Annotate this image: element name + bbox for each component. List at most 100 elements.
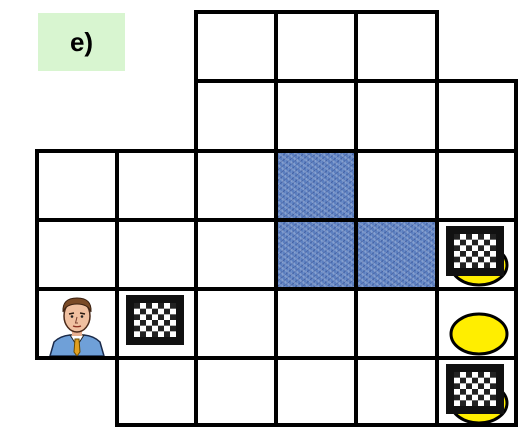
grid-line [514,149,518,222]
grid-line [194,287,198,360]
grid-line [115,149,198,153]
grid-line [354,423,439,427]
grid-line [35,218,39,291]
floor-tile [117,220,196,289]
floor-tile [276,289,356,358]
grid-line [274,356,358,360]
grid-line [274,218,278,291]
grid-line [435,356,439,427]
grid-line [514,218,518,291]
floor-tile [437,81,516,151]
man-portrait-icon [44,292,110,356]
grid-line [274,423,358,427]
floor-tile [196,220,276,289]
grid-line [194,218,278,222]
floor-tile [196,81,276,151]
grid-line [514,356,518,427]
grid-line [194,356,278,360]
grid-line [115,149,119,222]
floor-tile [356,12,437,81]
grid-line [354,218,439,222]
grid-line [115,218,198,222]
grid-line [274,356,278,427]
wall-tile [276,151,356,220]
grid-line [194,79,198,153]
grid-line [35,287,119,291]
grid-line [115,356,198,360]
grid-line [435,287,518,291]
floor-tile [196,12,276,81]
grid-line [194,287,278,291]
wall-tile [276,220,356,289]
grid-line [354,218,358,291]
grid-line [35,356,119,360]
grid-line [274,287,278,360]
floor-tile [196,289,276,358]
grid-line [35,149,119,153]
grid-line [354,356,439,360]
grid-line [115,218,119,291]
floor-tile [356,358,437,427]
grid-line [194,423,278,427]
grid-line [435,356,518,360]
grid-line [274,149,358,153]
floor-tile [276,358,356,427]
grid-line [194,79,278,83]
grid-line [354,149,358,222]
grid-line [514,287,518,360]
checkered-box-icon [125,294,185,346]
grid-line [194,218,198,291]
grid-line [194,149,198,222]
grid-line [274,79,278,153]
grid-line [194,356,198,427]
grid-line [354,356,358,427]
floor-tile [196,358,276,427]
grid-line [35,218,119,222]
grid-line [435,79,439,153]
goal-target-icon [448,311,510,357]
grid-line [435,149,518,153]
grid-line [115,423,198,427]
grid-line [274,10,278,83]
floor-tile [276,81,356,151]
floor-tile [37,220,117,289]
grid-line [194,149,278,153]
floor-tile [196,151,276,220]
grid-line [435,10,439,83]
floor-tile [437,151,516,220]
grid-line [435,79,518,83]
checkered-box-icon [445,225,505,277]
grid-line [194,10,278,14]
grid-line [274,10,358,14]
grid-line [274,287,358,291]
floor-tile [117,358,196,427]
floor-tile [356,289,437,358]
grid-line [354,287,358,360]
grid-line [194,10,198,83]
floor-tile [37,151,117,220]
grid-line [115,287,198,291]
grid-line [35,287,39,360]
grid-line [274,149,278,222]
floor-tile [117,151,196,220]
grid-line [115,287,119,360]
floor-tile [356,81,437,151]
grid-line [354,149,439,153]
grid-line [354,10,439,14]
grid-line [435,287,439,360]
grid-line [435,149,439,222]
grid-line [435,218,439,291]
grid-line [35,149,39,222]
floor-tile [356,151,437,220]
grid-line [115,356,119,427]
wall-tile [356,220,437,289]
checkered-box-icon [445,363,505,415]
grid-line [354,79,439,83]
grid-line [274,79,358,83]
floor-tile [276,12,356,81]
grid-line [354,79,358,153]
grid-line [274,218,358,222]
grid-line [354,10,358,83]
grid-line [514,79,518,153]
